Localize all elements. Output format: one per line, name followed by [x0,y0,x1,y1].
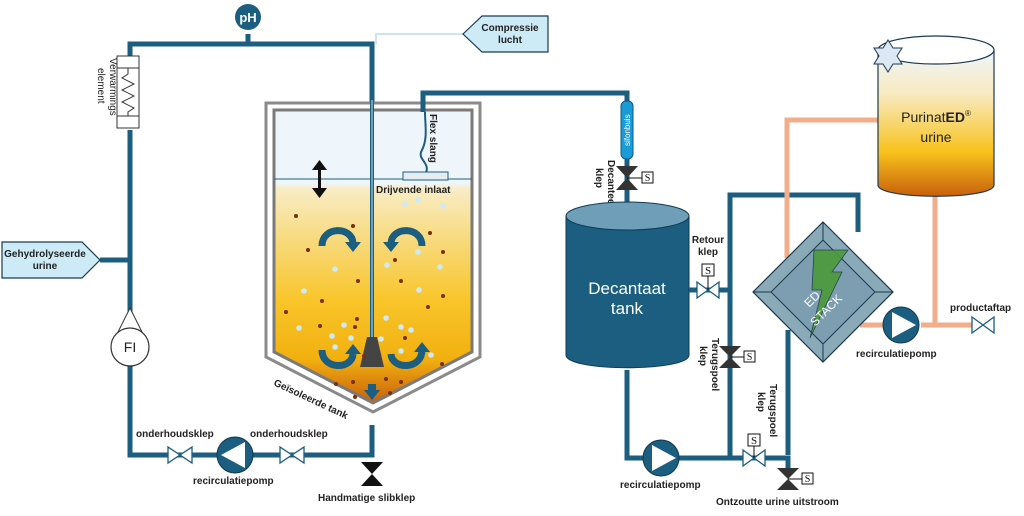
circulation-arrows-icon [318,227,426,369]
maintenance-valve-right-label: onderhoudsklep [250,429,328,440]
decant-valve-label-1: Decanteer [605,160,616,208]
solenoid-icon: S [805,474,811,485]
recirculation-pump-left-label: recirculatiepomp [193,476,274,487]
product-tank-name: PurinatED® [901,109,971,125]
circulation-arrowheads [345,242,430,400]
particles [284,197,446,399]
decant-pipe [420,90,630,112]
level-arrow-icon [312,160,327,198]
desalted-outflow-valve[interactable]: S [777,468,814,490]
inlet-air-label-2: lucht [498,35,523,46]
heating-element-label-1: Verwarmings [107,58,118,116]
product-tap-valve[interactable] [971,315,995,335]
backflush-valve-1-label-2: klep [697,346,708,366]
manual-sludge-valve-label: Handmatige slibklep [318,493,415,504]
maintenance-valve-left[interactable] [167,445,193,465]
decant-valve-label-2: klep [593,168,604,188]
backflush-valve-1[interactable]: S [719,346,756,368]
decant-tank-label-2: tank [611,299,644,318]
siphon-tube[interactable]: sifonbuis [620,100,634,160]
floating-inlet[interactable]: Flex slang Drijvende inlaat [376,111,451,196]
inlet-hydrolysed-urine[interactable]: Gehydrolyseerde urine [1,241,101,279]
recirculation-pump-left[interactable] [216,436,254,474]
fi-label: FI [124,339,136,355]
product-tap-label: productaftap [950,303,1011,314]
recirculation-pump-mid-label: recirculatiepomp [620,480,701,491]
maintenance-valve-right[interactable] [279,445,305,465]
ph-label: pH [239,10,256,25]
siphon-tube-label: sifonbuis [623,114,632,146]
solenoid-icon: S [645,173,651,184]
decant-valve[interactable]: S [616,166,654,190]
manual-sludge-valve[interactable] [361,462,383,486]
desalted-outflow-label: Ontzoutte urine uitstroom [716,497,839,508]
heating-element-label-2: element [95,68,106,104]
recirculation-pump-mid[interactable] [642,439,680,477]
solenoid-icon: S [747,352,753,363]
backflush-valve-2[interactable]: S [742,433,766,468]
backflush-valve-1-label-1: Terugspoel [709,338,720,391]
ph-sensor[interactable]: pH [235,4,261,30]
backflush-valve-2-label-2: klep [755,392,766,412]
recirculation-pump-right[interactable] [882,306,920,344]
inlet-hydrolysed-label-1: Gehydrolyseerde [4,249,86,260]
inlet-hydrolysed-label-2: urine [33,261,58,272]
heating-element[interactable]: Verwarmings element [95,55,140,129]
recirculation-pump-right-label: recirculatiepomp [856,349,937,360]
flow-indicator[interactable]: FI [110,306,150,367]
backflush-valve-2-label-1: Terugspoel [767,384,778,437]
solenoid-icon: S [751,435,757,447]
ed-stack[interactable]: ED STACK [752,221,894,363]
star-icon [873,39,903,73]
return-valve-label-1: Retour [692,235,724,246]
decant-tank[interactable]: Decantaat tank [565,201,690,369]
solenoid-icon: S [705,265,711,277]
maintenance-valve-left-label: onderhoudsklep [136,429,214,440]
decant-tank-label-1: Decantaat [588,279,666,298]
floating-inlet-label: Drijvende inlaat [376,185,451,196]
lightning-icon [809,249,849,339]
return-valve-label-2: klep [698,247,718,258]
air-line [375,33,465,44]
return-valve[interactable]: S [696,263,720,300]
aerator-diffuser [360,337,384,367]
inlet-compressed-air[interactable]: Compressie lucht [462,15,549,53]
pipes-product [784,117,980,328]
flex-hose-label: Flex slang [427,114,438,163]
inlet-air-label-1: Compressie [481,23,539,34]
product-tank-line2: urine [920,129,951,145]
